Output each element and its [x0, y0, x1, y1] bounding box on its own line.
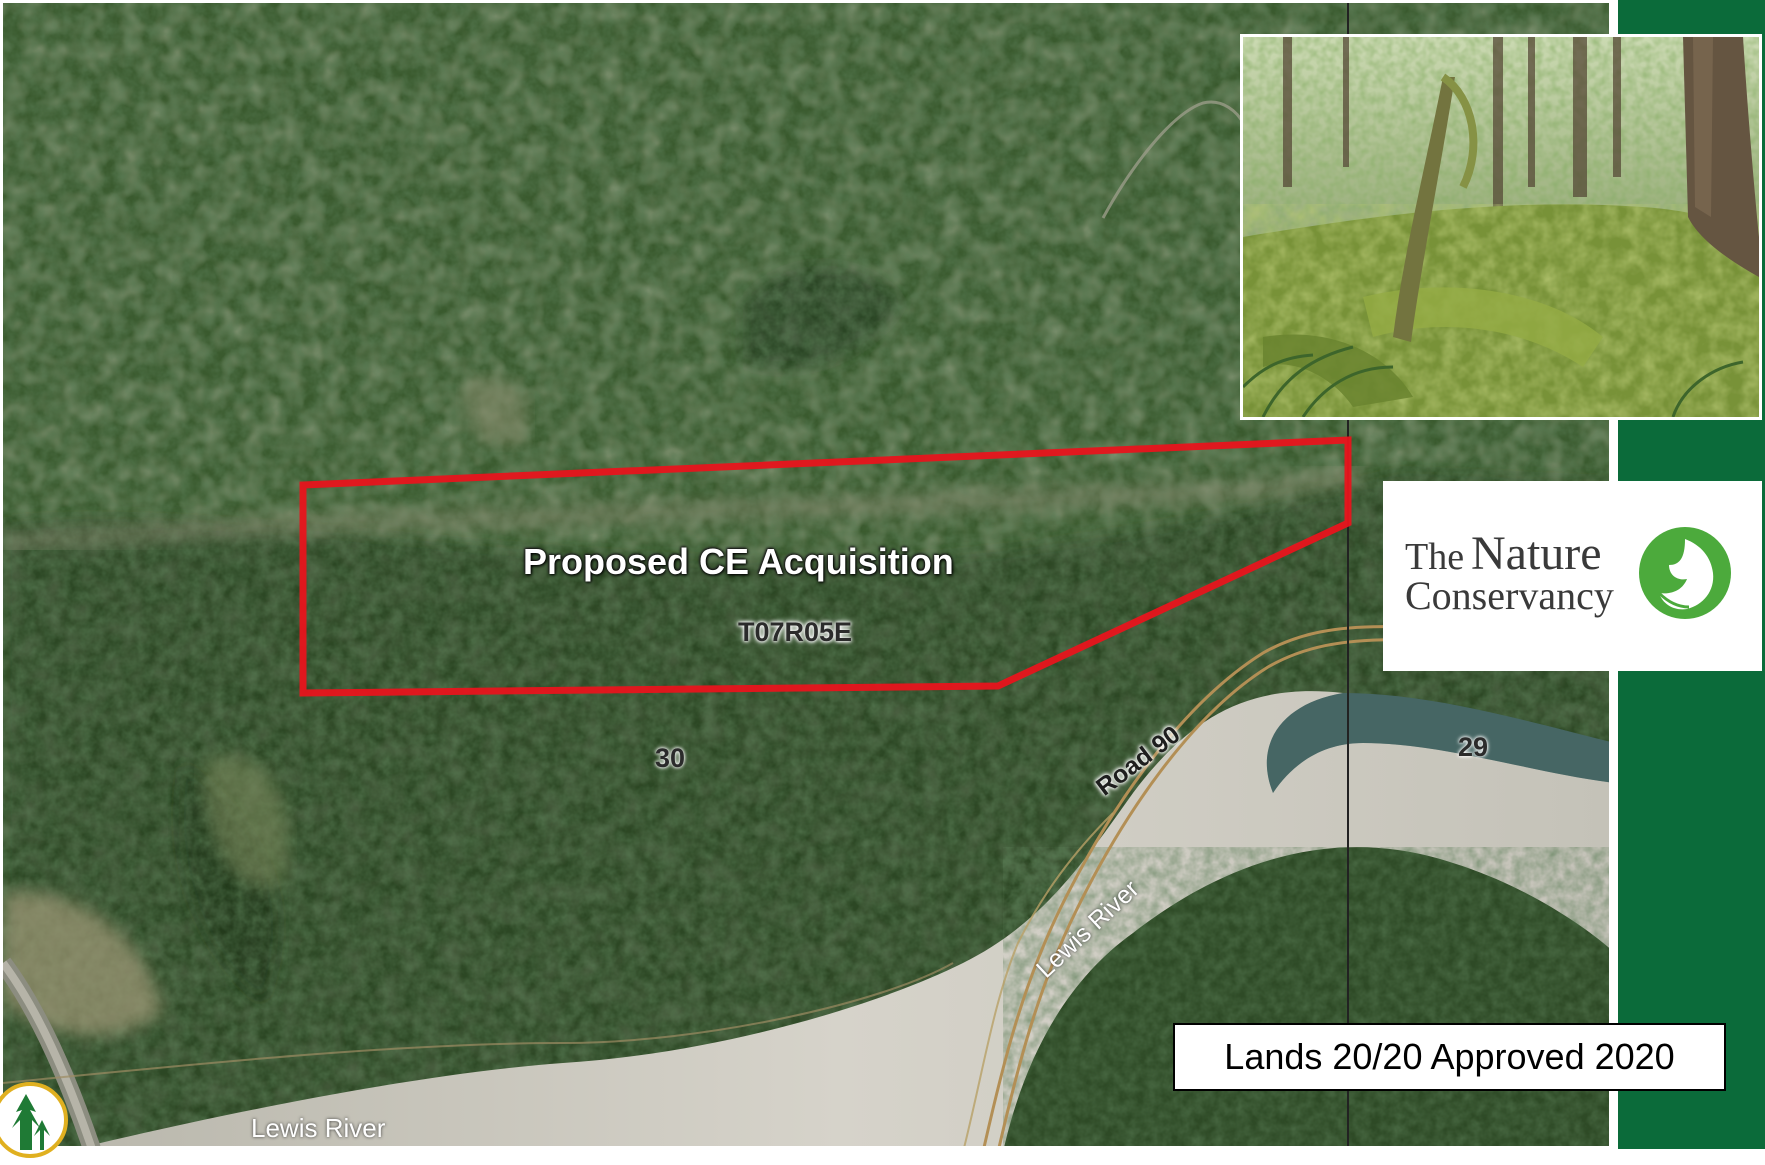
- aerial-map: Proposed CE Acquisition T07R05E 30 29 Ro…: [0, 0, 1612, 1149]
- approval-label: Lands 20/20 Approved 2020: [1173, 1023, 1726, 1091]
- section-30-label: 30: [655, 743, 686, 773]
- logo-graphic: The Nature Conservancy: [1405, 527, 1731, 619]
- corner-tree-logo-icon: [0, 1080, 70, 1160]
- logo-word-nature: Nature: [1471, 527, 1602, 580]
- lewis-river-label-bottom: Lewis River: [251, 1113, 386, 1143]
- nature-conservancy-logo: The Nature Conservancy: [1383, 481, 1762, 671]
- forest-photo: [1240, 34, 1762, 420]
- forest-photo-image: [1243, 37, 1759, 417]
- parcel-outline: [299, 436, 1352, 697]
- aerial-imagery: [3, 3, 1609, 1146]
- oak-leaf-icon: [1639, 527, 1731, 619]
- logo-word-conservancy: Conservancy: [1405, 573, 1614, 618]
- township-label: T07R05E: [738, 617, 853, 647]
- parcel-title: Proposed CE Acquisition: [523, 541, 954, 582]
- section-29-label: 29: [1458, 732, 1489, 762]
- logo-word-the: The: [1405, 536, 1464, 578]
